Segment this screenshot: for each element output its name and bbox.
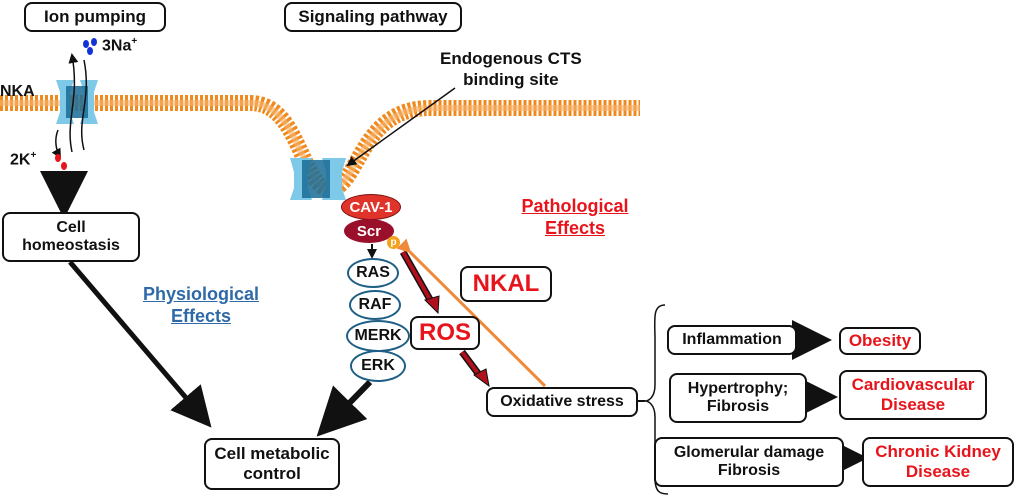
erk-node: ERK: [350, 350, 406, 382]
phosphate-icon: p: [387, 236, 400, 249]
ion-pumping-label: Ion pumping: [44, 7, 146, 27]
ion-pumping-box: Ion pumping: [24, 2, 166, 32]
sodium-label: 3Na+: [102, 36, 138, 55]
sodium-ions-icon: [83, 38, 97, 55]
physiological-effects-label: Physiological Effects: [142, 284, 260, 326]
nka-signaling-pump-icon: [290, 158, 346, 200]
signaling-pathway-box: Signaling pathway: [284, 2, 462, 32]
arrow-scr-to-ros: [399, 250, 440, 315]
raf-node: RAF: [349, 290, 401, 320]
potassium-ions-icon: [55, 154, 67, 170]
cell-metabolic-control-box: Cell metabolic control: [204, 438, 340, 490]
cav1-node: CAV-1: [341, 194, 401, 220]
obesity-box: Obesity: [839, 327, 921, 355]
cell-homeostasis-box: Cell homeostasis: [2, 212, 140, 262]
cardiovascular-disease-box: Cardiovascular Disease: [839, 370, 987, 420]
potassium-label: 2K+: [10, 150, 37, 169]
nka-label: NKA: [0, 83, 35, 100]
endogenous-cts-label: Endogenous CTS binding site: [440, 49, 582, 90]
nkal-box: NKAL: [460, 266, 552, 302]
arrow-homeostasis-to-metabolic: [68, 260, 212, 428]
merk-node: MERK: [346, 320, 410, 352]
glomerular-damage-box: Glomerular damage Fibrosis: [654, 437, 844, 487]
oxidative-stress-box: Oxidative stress: [486, 387, 638, 417]
hypertrophy-box: Hypertrophy; Fibrosis: [669, 373, 807, 423]
outcomes-brace: [644, 304, 669, 495]
pathological-effects-label: Pathological Effects: [521, 196, 629, 238]
inflammation-box: Inflammation: [667, 325, 797, 355]
arrow-erk-to-metabolic: [316, 379, 373, 437]
signaling-pathway-label: Signaling pathway: [298, 7, 448, 27]
nka-pump-icon: [51, 53, 98, 159]
cts-binding-arrow: [346, 87, 456, 167]
ras-node: RAS: [347, 258, 399, 288]
chronic-kidney-disease-box: Chronic Kidney Disease: [862, 437, 1014, 487]
scr-node: Scr: [344, 219, 394, 243]
arrow-ros-to-oxidative: [459, 349, 490, 388]
ros-box: ROS: [410, 316, 480, 350]
